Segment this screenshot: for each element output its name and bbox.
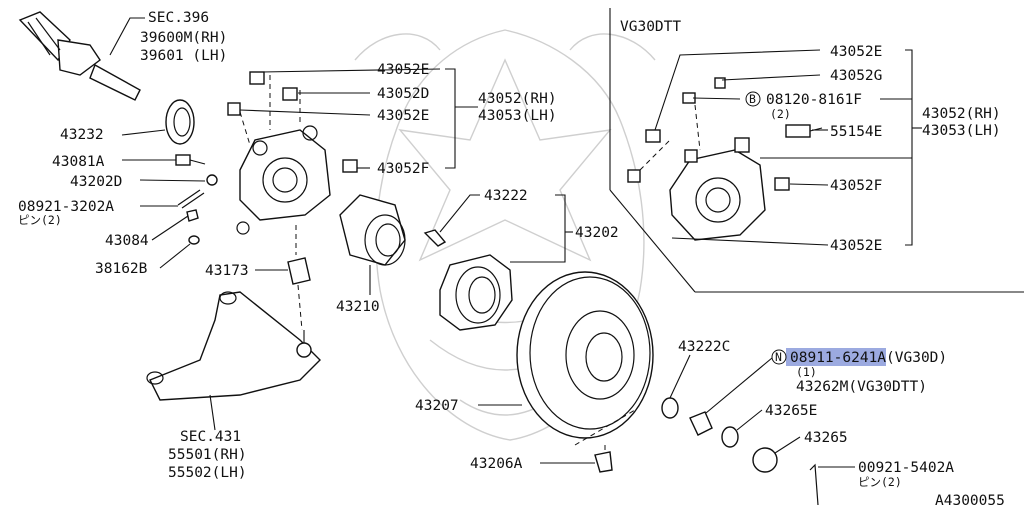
- label-43081a[interactable]: 43081A: [52, 154, 105, 170]
- seal-43232-part[interactable]: [165, 99, 195, 145]
- label-55501[interactable]: 55501(RH): [168, 447, 247, 463]
- label-inset-qty2: (2): [770, 107, 791, 121]
- drive-shaft-part[interactable]: [18, 11, 141, 101]
- label-43265e[interactable]: 43265E: [765, 403, 817, 419]
- nut-43084-part[interactable]: [186, 209, 199, 222]
- label-43052f-1[interactable]: 43052F: [377, 161, 429, 177]
- label-43052e-1[interactable]: 43052E: [377, 62, 429, 78]
- b-marker: B: [749, 92, 756, 106]
- label-38162b[interactable]: 38162B: [95, 261, 148, 277]
- inset-bushing-parts[interactable]: [627, 77, 790, 191]
- label-43052rh-1[interactable]: 43052(RH): [478, 91, 557, 107]
- label-inset-43053lh[interactable]: 43053(LH): [922, 123, 1001, 139]
- diagram-code: A4300055: [935, 493, 1005, 509]
- label-43262m[interactable]: 43262M(VG30DTT): [796, 379, 927, 395]
- inset-sensor-part[interactable]: [785, 124, 823, 138]
- inset-knuckle-part[interactable]: [669, 149, 766, 241]
- screw-43206a-part[interactable]: [594, 451, 613, 473]
- label-sec396[interactable]: SEC.396: [148, 10, 209, 26]
- label-08921-3202a[interactable]: 08921-3202A: [18, 199, 114, 215]
- label-43206a[interactable]: 43206A: [470, 456, 523, 472]
- label-inset-43052g[interactable]: 43052G: [830, 68, 882, 84]
- label-43265[interactable]: 43265: [804, 430, 848, 446]
- label-inset-43052rh[interactable]: 43052(RH): [922, 106, 1001, 122]
- bushing-43173-part[interactable]: [287, 257, 311, 285]
- cap-43265-part[interactable]: [752, 447, 778, 473]
- vg30dtt-inset: [609, 8, 1024, 293]
- label-43207[interactable]: 43207: [415, 398, 459, 414]
- label-39601[interactable]: 39601 (LH): [140, 48, 227, 64]
- n-marker-circle: [771, 349, 787, 365]
- watermark-emblem: [354, 29, 656, 441]
- label-inset-08120[interactable]: 08120-8161F: [766, 92, 862, 108]
- stud-43222-part[interactable]: [423, 229, 447, 247]
- label-43232[interactable]: 43232: [60, 127, 104, 143]
- label-55502[interactable]: 55502(LH): [168, 465, 247, 481]
- washer-43265e-part[interactable]: [721, 426, 739, 448]
- knuckle-housing-part[interactable]: [236, 125, 331, 235]
- part-labels: SEC.396 39600M(RH) 39601 (LH) 43232 4308…: [18, 10, 1005, 509]
- washer-43202d-part[interactable]: [206, 174, 218, 186]
- label-43052d[interactable]: 43052D: [377, 86, 429, 102]
- label-43173[interactable]: 43173: [205, 263, 249, 279]
- disc-rotor-43207-part[interactable]: [516, 271, 654, 439]
- pin-00921-part[interactable]: [809, 463, 819, 506]
- label-43222[interactable]: 43222: [484, 188, 528, 204]
- b-marker-circle: [745, 91, 761, 107]
- label-43053lh-1[interactable]: 43053(LH): [478, 108, 557, 124]
- washer-38162b-part[interactable]: [188, 235, 200, 245]
- label-08911-6241a[interactable]: 08911-6241A(VG30D): [790, 350, 947, 366]
- label-sec431[interactable]: SEC.431: [180, 429, 241, 445]
- pin-08921-part[interactable]: [177, 189, 205, 209]
- label-pin2-b: ピン(2): [858, 475, 902, 489]
- label-39600m[interactable]: 39600M(RH): [140, 30, 227, 46]
- bushing-parts[interactable]: [227, 71, 358, 173]
- label-inset-55154e[interactable]: 55154E: [830, 124, 882, 140]
- label-00921-5402a[interactable]: 00921-5402A: [858, 460, 954, 476]
- label-43202d[interactable]: 43202D: [70, 174, 122, 190]
- label-vg30dtt: VG30DTT: [620, 19, 681, 35]
- washer-43222c-part[interactable]: [661, 397, 679, 419]
- label-43084[interactable]: 43084: [105, 233, 149, 249]
- hub-43202-part[interactable]: [439, 254, 513, 331]
- nut-08911-part[interactable]: [689, 411, 713, 436]
- label-pin2-a: ピン(2): [18, 213, 62, 227]
- label-inset-43052e-1[interactable]: 43052E: [830, 44, 882, 60]
- bolt-43081a-part[interactable]: [175, 154, 206, 166]
- label-43210[interactable]: 43210: [336, 299, 380, 315]
- label-43052e-2[interactable]: 43052E: [377, 108, 429, 124]
- label-qty1: (1): [796, 365, 817, 379]
- n-marker: N: [775, 350, 782, 364]
- label-43222c[interactable]: 43222C: [678, 339, 730, 355]
- label-inset-43052e-2[interactable]: 43052E: [830, 238, 882, 254]
- hub-housing-43210-part[interactable]: [339, 194, 406, 266]
- leader-lines: [109, 17, 922, 468]
- lower-arm-part[interactable]: [146, 291, 321, 401]
- label-inset-43052f[interactable]: 43052F: [830, 178, 882, 194]
- selected-part-highlight: [786, 348, 886, 366]
- label-43202[interactable]: 43202: [575, 225, 619, 241]
